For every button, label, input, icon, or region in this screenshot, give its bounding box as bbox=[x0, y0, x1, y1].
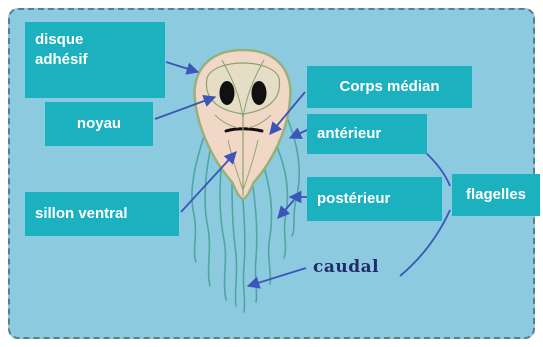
flagellum bbox=[262, 160, 272, 284]
arrow-disque bbox=[166, 62, 198, 72]
label-corps-median: Corps médian bbox=[307, 66, 472, 108]
label-sillon-ventral: sillon ventral bbox=[25, 192, 179, 236]
flagellum bbox=[205, 140, 212, 286]
cell-body bbox=[195, 50, 291, 199]
flagellum bbox=[274, 140, 288, 258]
flagellum bbox=[242, 186, 245, 312]
label-disque-adhesif: disque adhésif bbox=[25, 22, 165, 98]
label-posterieur: postérieur bbox=[307, 177, 442, 221]
nucleus-right bbox=[252, 81, 267, 105]
label-anterieur: antérieur bbox=[307, 114, 427, 154]
label-caudal: caudal bbox=[313, 257, 379, 277]
flagellum bbox=[192, 130, 206, 262]
nucleus-left bbox=[220, 81, 235, 105]
flagellum bbox=[288, 120, 299, 236]
label-noyau: noyau bbox=[45, 102, 153, 146]
arrow-caudal bbox=[248, 268, 306, 286]
label-flagelles: flagelles bbox=[452, 174, 540, 216]
